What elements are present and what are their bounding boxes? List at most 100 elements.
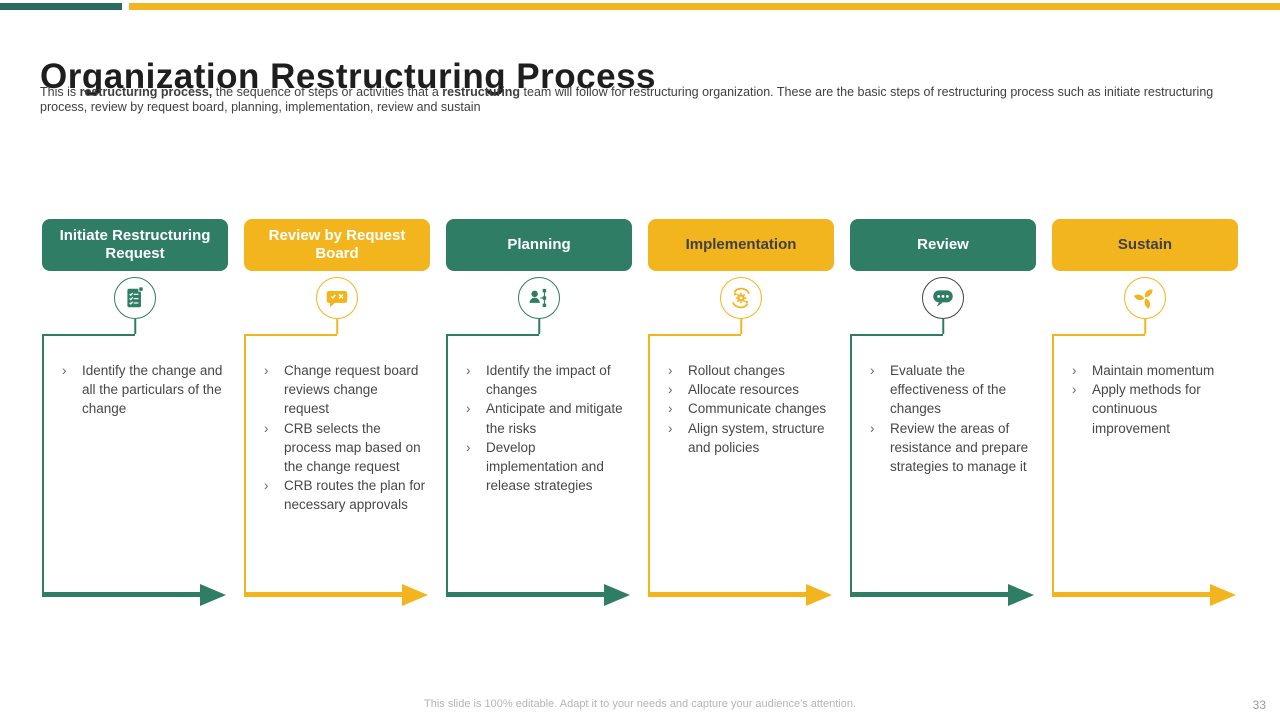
flow-arrow-bar [244, 592, 404, 597]
bullet-item: › Maintain momentum [1072, 361, 1234, 380]
bullet-marker: › [870, 420, 875, 436]
bullet-text: Develop implementation and release strat… [486, 439, 604, 494]
connector-stem [134, 319, 136, 334]
step-header-4: Implementation [648, 219, 834, 271]
step-icon-area [850, 271, 1036, 334]
step-title: Review by Request Board [268, 227, 406, 262]
bullet-text: Anticipate and mitigate the risks [486, 401, 623, 436]
process-step-3: Planning › Identify the impact of changes… [446, 219, 632, 606]
flow-arrow [42, 584, 226, 606]
step-bullets: › Identify the change and all the particu… [42, 361, 228, 419]
subtitle-segment: team will follow for restructuring organ… [40, 85, 1214, 114]
bullet-item: ›Develop implementation and release stra… [466, 438, 628, 496]
checklist-icon [127, 286, 144, 308]
step-bullets: › Maintain momentum › Apply methods for con… [1052, 361, 1238, 438]
bullet-text: Identify the impact of changes [486, 363, 611, 398]
step-bullets: › Change request board reviews change req… [244, 361, 430, 515]
connector-stem [1144, 319, 1146, 334]
step-bullets: › Evaluate the effectiveness of the chang… [850, 361, 1036, 476]
process-step-4: Implementation [648, 219, 834, 606]
page-number: 33 [1252, 698, 1266, 712]
steering-leaf-icon [1133, 289, 1153, 309]
connector-elbow [1052, 334, 1145, 336]
bullet-text: Maintain momentum [1092, 363, 1215, 378]
step-bullets: › Identify the impact of changes› Anticipa… [446, 361, 632, 495]
bullet-marker: › [62, 363, 67, 378]
connector-left-line [244, 334, 246, 597]
bullet-text: Rollout changes [688, 363, 785, 378]
step-icon-area [244, 271, 430, 334]
flow-arrow [244, 584, 428, 606]
flow-arrow-bar [850, 592, 1010, 597]
connector-left-line [850, 334, 852, 597]
bullet-marker: › [1072, 382, 1077, 398]
connector-stem [538, 319, 540, 334]
process-step-1: Initiate Restructuring Request › Identify… [42, 219, 228, 606]
step-icon-area [648, 271, 834, 334]
bullet-text: Change request board reviews change requ… [284, 363, 419, 417]
connector-left-line [648, 334, 650, 597]
accent-bar-teal-segment [0, 3, 122, 10]
chat-approve-reject-icon [326, 290, 348, 308]
connector-elbow [42, 334, 135, 336]
step-title: Planning [507, 236, 571, 253]
flow-arrow [1052, 584, 1236, 606]
step-body: › Change request board reviews change req… [244, 334, 430, 606]
connector-left-line [1052, 334, 1054, 597]
subtitle-segment: restructuring [442, 85, 521, 99]
bullet-text: Identify the change and all the particul… [82, 363, 223, 417]
bullet-item: › Anticipate and mitigate the risks [466, 399, 628, 437]
bullet-item: › CRB routes the plan for necessary appro… [264, 476, 426, 514]
step-title: Initiate Restructuring Request [59, 227, 211, 262]
bullet-item: ›Review the areas of resistance and prep… [870, 419, 1032, 477]
step-header-1: Initiate Restructuring Request [42, 219, 228, 271]
bullet-marker: › [1072, 363, 1077, 378]
step-bullets: › Rollout changes › Allocate resources › Comm… [648, 361, 834, 457]
bullet-marker: › [668, 401, 673, 417]
step-icon-area [1052, 271, 1238, 334]
bullet-text: Communicate changes [688, 401, 827, 417]
bullet-item: › Allocate resources [668, 380, 830, 399]
step-body: › Identify the impact of changes› Anticipa… [446, 334, 632, 606]
bullet-text: CRB routes the plan for necessary approv… [284, 478, 426, 513]
flow-arrow [648, 584, 832, 606]
subtitle: This is restructuring process, the seque… [40, 85, 1230, 114]
flow-arrow [850, 584, 1034, 606]
bullet-marker: › [264, 478, 269, 494]
accent-bar [0, 3, 1280, 10]
flow-arrow-head [200, 584, 226, 606]
step-header-2: Review by Request Board [244, 219, 430, 271]
step-title: Implementation [685, 236, 797, 253]
bullet-item: › Identify the change and all the particu… [62, 361, 224, 419]
bullet-marker: › [668, 382, 673, 398]
step-icon-area [446, 271, 632, 334]
step-title: Review [917, 236, 969, 253]
connector-left-line [42, 334, 44, 597]
bullet-item: ›Evaluate the effectiveness of the chang… [870, 361, 1032, 419]
bullet-text: Evaluate the effectiveness of the change… [890, 363, 1007, 417]
process-step-5: Review › Evaluate the effectiveness of th… [850, 219, 1036, 606]
bullet-item: ›Align system, structure and policies [668, 419, 830, 457]
flow-arrow-head [1008, 584, 1034, 606]
flow-arrow-head [402, 584, 428, 606]
connector-stem [336, 319, 338, 334]
bullet-marker: › [668, 363, 673, 378]
gear-process-icon [732, 287, 750, 309]
bullet-marker: › [668, 420, 673, 436]
bullet-item: › Rollout changes [668, 361, 830, 380]
bullet-text: CRB selects the process map based on the… [284, 420, 421, 475]
connector-stem [740, 319, 742, 334]
step-icon-circle [1124, 277, 1166, 319]
connector-left-line [446, 334, 448, 597]
bullet-marker: › [466, 401, 471, 417]
step-icon-circle [518, 277, 560, 319]
step-icon-circle [316, 277, 358, 319]
page-title: Organization Restructuring Process [40, 57, 657, 97]
process-step-6: Sustain ›Maintain momentum›Apply methods… [1052, 219, 1238, 606]
step-body: › Rollout changes › Allocate resources › Comm… [648, 334, 834, 606]
footer-note: This slide is 100% editable. Adapt it to… [424, 698, 856, 710]
bullet-text: Allocate resources [688, 382, 800, 398]
step-header-5: Review [850, 219, 1036, 271]
connector-elbow [244, 334, 337, 336]
bullet-text: Apply methods for continuous improvement [1092, 382, 1201, 436]
